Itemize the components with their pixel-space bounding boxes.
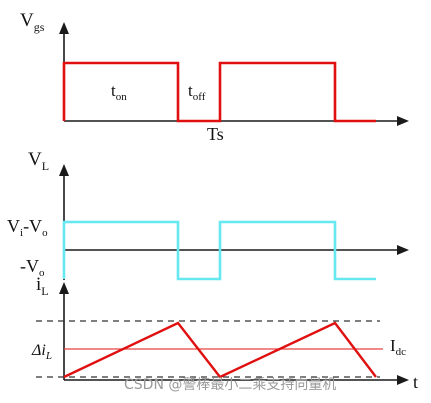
watermark: CSDN @警棒最小二乘支持向量机 [124, 377, 336, 393]
dc-label: Idc [390, 336, 406, 358]
gate-x-arrow [397, 116, 409, 126]
gate-y-label: Vgs [20, 10, 45, 34]
ton-label: ton [111, 81, 127, 103]
il-triangle-wave [63, 321, 377, 379]
il-y-arrow [59, 282, 69, 294]
vl-high-label: Vi-Vo [7, 216, 48, 239]
time-axis-label: t [413, 372, 418, 392]
vl-low-label: -Vo [20, 256, 45, 279]
vl-x-arrow [397, 245, 409, 255]
vl-y-arrow [59, 164, 69, 176]
vl-square-wave [62, 220, 376, 281]
gate-y-arrow [59, 22, 69, 34]
vl-panel: VL Vi-Vo -Vo [7, 149, 409, 281]
ripple-label: ΔiL [31, 342, 52, 362]
il-panel: iL ΔiL Idc t [31, 274, 418, 392]
toff-label: toff [188, 81, 206, 103]
gate-pulse-wave [62, 61, 376, 123]
vl-y-label: VL [28, 149, 49, 173]
il-y-label: iL [36, 274, 49, 298]
gate-panel: Vgs ton toff Ts [20, 10, 409, 144]
period-label: Ts [207, 124, 224, 144]
il-x-arrow [397, 375, 409, 385]
